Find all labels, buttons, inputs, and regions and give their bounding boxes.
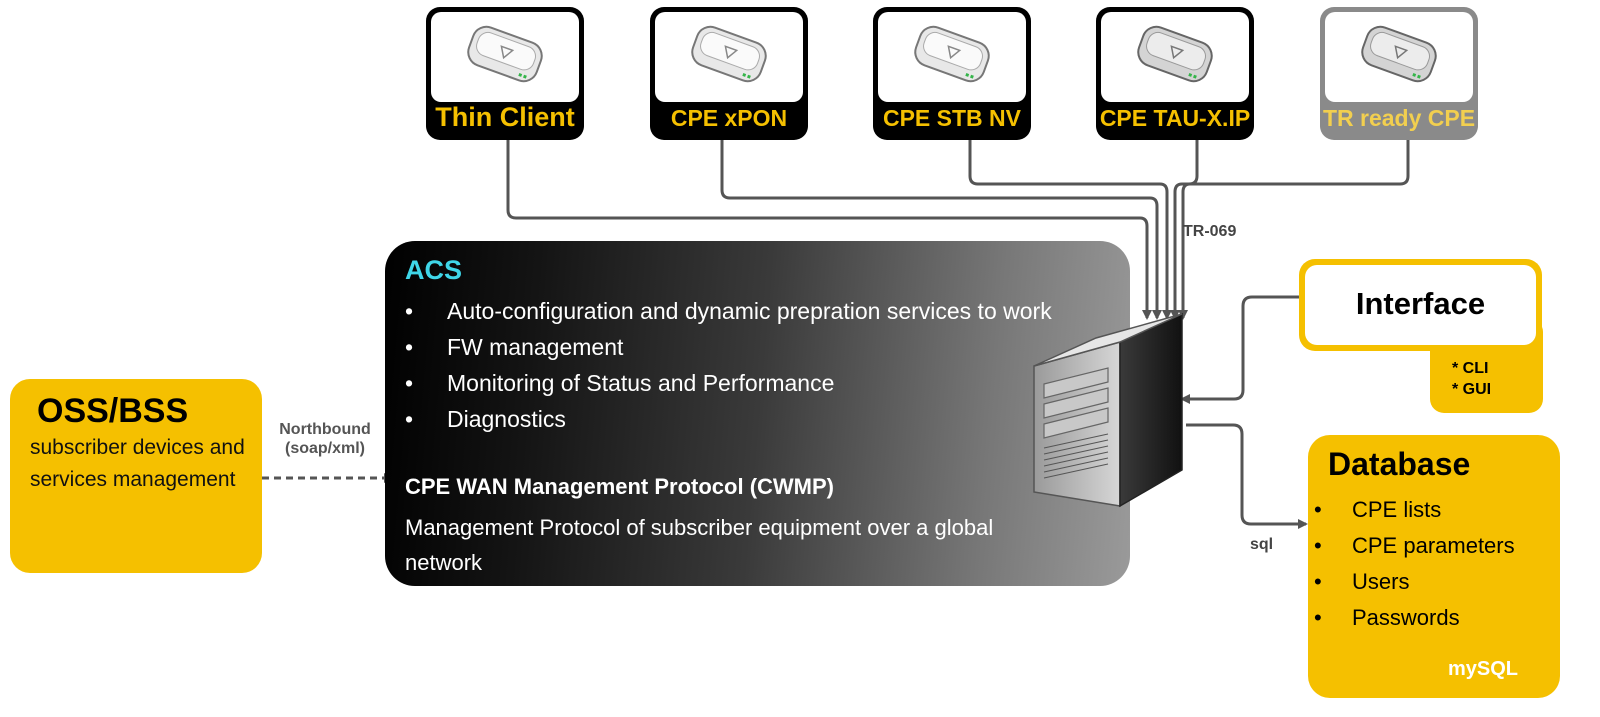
interface-title: Interface <box>1355 286 1486 321</box>
oss-bss-description: subscriber devices and services manageme… <box>30 436 245 491</box>
router-device-icon <box>1137 25 1213 83</box>
database-box <box>1308 435 1560 698</box>
oss-bss-box <box>10 379 262 573</box>
list-item: •Passwords <box>1314 605 1460 630</box>
line-interface <box>1180 295 1299 404</box>
acs-title: ACS <box>405 255 463 285</box>
oss-bss-title: OSS/BSS <box>37 392 189 430</box>
acs-feature-list: •Auto-configuration and dynamic preprati… <box>403 293 1123 437</box>
device-label: CPE TAU-X.IP <box>1099 105 1251 131</box>
line-tr-ready <box>1178 140 1410 320</box>
device-cpe-xpon: CPE xPON <box>650 7 808 140</box>
device-label: CPE STB NV <box>882 105 1022 131</box>
router-device-icon <box>1361 25 1437 83</box>
list-item: •Auto-configuration and dynamic preprati… <box>405 298 1052 324</box>
cwmp-title: CPE WAN Management Protocol (CWMP) <box>405 474 835 499</box>
acs-panel <box>385 241 1130 586</box>
line-cpe-stb <box>968 140 1172 320</box>
list-item: •Monitoring of Status and Performance <box>405 370 835 396</box>
list-item: •CPE parameters <box>1314 533 1515 558</box>
database-title: Database <box>1328 446 1471 482</box>
device-thin-client: Thin Client <box>426 7 584 140</box>
interface-inner <box>1305 265 1536 345</box>
northbound-label: Northbound (soap/xml) <box>279 421 371 457</box>
list-item: •CPE lists <box>1314 497 1442 522</box>
router-device-icon <box>467 25 543 83</box>
router-device-icon <box>691 25 767 83</box>
line-database <box>1186 423 1308 529</box>
sql-label: sql <box>1250 536 1274 553</box>
device-label: Thin Client <box>435 102 575 132</box>
database-engine: mySQL <box>1448 658 1519 680</box>
tr069-label: TR-069 <box>1183 223 1237 240</box>
device-cpe-tau-x-ip: CPE TAU-X.IP <box>1096 7 1254 140</box>
router-device-icon <box>914 25 990 83</box>
database-list: •CPE lists •CPE parameters •Users •Passw… <box>1308 492 1558 636</box>
list-item: •Users <box>1314 569 1410 594</box>
device-cpe-stb-nv: CPE STB NV <box>873 7 1031 140</box>
cwmp-description: Management Protocol of subscriber equipm… <box>405 515 994 575</box>
device-label: CPE xPON <box>670 105 788 131</box>
device-tr-ready-cpe: TR ready CPE <box>1320 7 1478 140</box>
list-item: •FW management <box>405 334 624 360</box>
device-label: TR ready CPE <box>1322 105 1476 131</box>
interface-options: * CLI * GUI <box>1452 360 1492 398</box>
line-thin-client <box>506 140 1152 320</box>
list-item: •Diagnostics <box>405 406 566 432</box>
line-cpe-xpon <box>720 140 1162 320</box>
server-tower-icon <box>1033 312 1183 508</box>
